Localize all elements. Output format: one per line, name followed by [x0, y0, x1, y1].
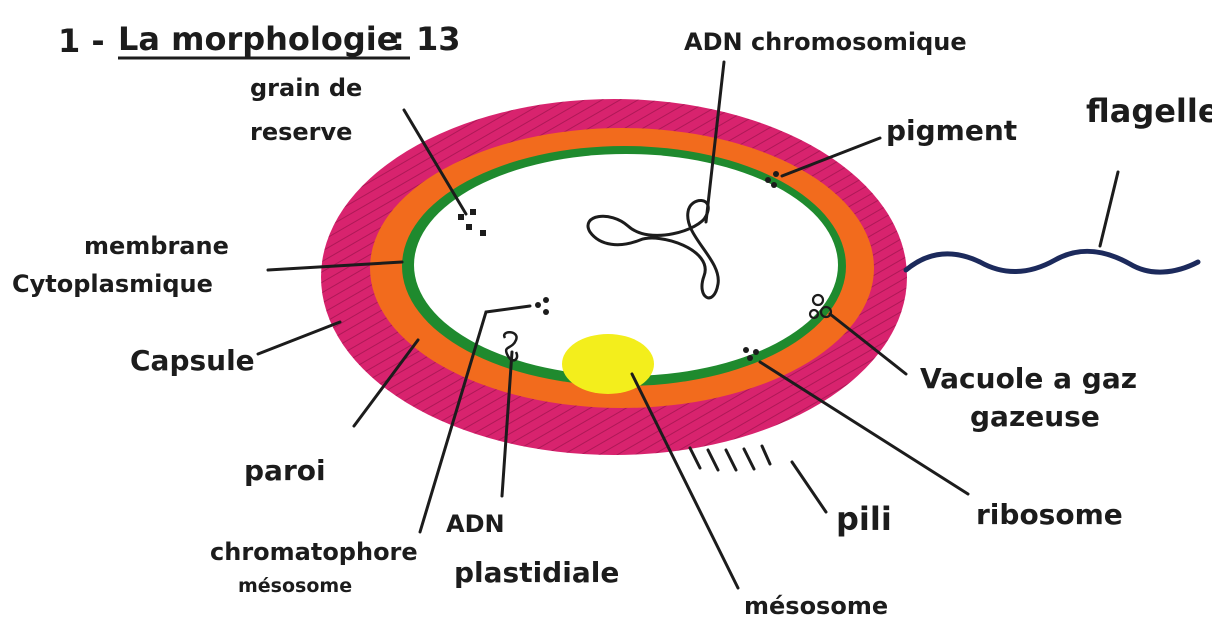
label-mesosome: mésosome [744, 592, 888, 620]
diagram-title: 1 - La morphologie : 13 [58, 20, 460, 60]
label-capsule: Capsule [130, 344, 255, 377]
title-number: 1 - [58, 22, 105, 60]
label-membrane-line1: membrane [84, 232, 229, 260]
label-paroi: paroi [244, 454, 326, 487]
title-suffix: : 13 [392, 20, 460, 58]
leader-pili [792, 462, 826, 512]
leader-flagelle [1100, 172, 1118, 246]
label-adn-plastidiale-line2: plastidiale [454, 556, 619, 589]
title-heading: La morphologie [118, 20, 398, 58]
label-pili: pili [836, 500, 892, 538]
label-adn-plastidiale-line1: ADN [446, 510, 505, 538]
label-ribosome: ribosome [976, 498, 1123, 531]
pili [690, 446, 770, 470]
leader-capsule [258, 322, 340, 354]
label-grain-line1: grain de [250, 74, 362, 102]
label-chromatophore-line1: chromatophore [210, 538, 418, 566]
label-chromatophore-line2: mésosome [238, 575, 352, 597]
label-flagelle: flagelle [1086, 92, 1212, 130]
label-vacuole-line1: Vacuole a gaz [920, 362, 1137, 395]
label-membrane-line2: Cytoplasmique [12, 270, 213, 298]
label-pigment: pigment [886, 114, 1017, 147]
mesosome-body [562, 334, 654, 394]
label-adn-chromosomique: ADN chromosomique [684, 28, 967, 56]
label-vacuole-line2: gazeuse [970, 400, 1100, 433]
flagellum [906, 251, 1198, 272]
label-grain-line2: reserve [250, 118, 352, 146]
